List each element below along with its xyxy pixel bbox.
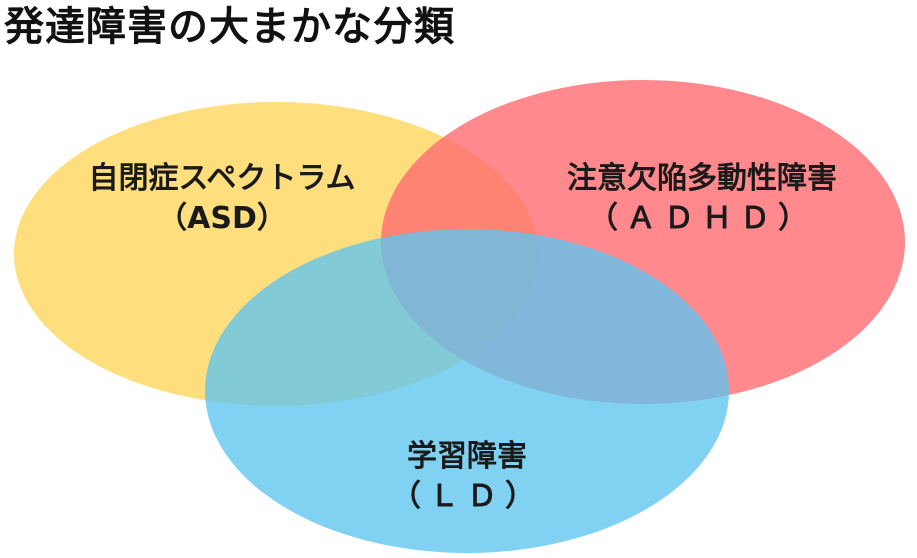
ld-abbr-label: （ＬＤ） [391, 479, 543, 514]
asd-abbr-label: （ASD） [157, 201, 287, 236]
adhd-name-label: 注意欠陥多動性障害 [567, 161, 837, 196]
asd-name-label: 自閉症スペクトラム [89, 161, 356, 196]
ld-name-label: 学習障害 [407, 439, 527, 474]
page-title: 発達障害の大まかな分類 [4, 4, 455, 50]
adhd-abbr-label: （ＡＤＨＤ） [588, 201, 816, 236]
ld-circle [205, 229, 729, 553]
